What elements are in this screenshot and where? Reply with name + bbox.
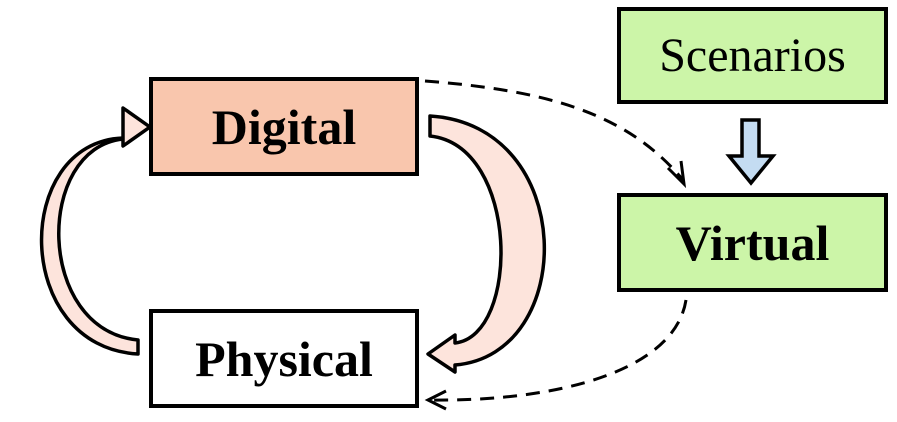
dashed-arrowhead-physical — [424, 389, 447, 411]
physical-label: Physical — [195, 330, 373, 387]
down-arrow-scenarios-to-virtual — [725, 118, 777, 186]
scenarios-node: Scenarios — [617, 7, 888, 104]
cycle-arrow-physical-to-digital — [39, 106, 152, 356]
dashed-arrowhead-virtual — [666, 160, 687, 189]
physical-node: Physical — [149, 309, 419, 408]
virtual-node: Virtual — [617, 193, 888, 292]
digital-node: Digital — [149, 77, 419, 176]
cycle-arrow-digital-to-physical — [426, 114, 547, 374]
virtual-label: Virtual — [675, 214, 830, 271]
dashed-arrow-virtual-to-physical — [427, 299, 688, 402]
digital-label: Digital — [211, 98, 357, 155]
scenarios-label: Scenarios — [659, 28, 846, 82]
